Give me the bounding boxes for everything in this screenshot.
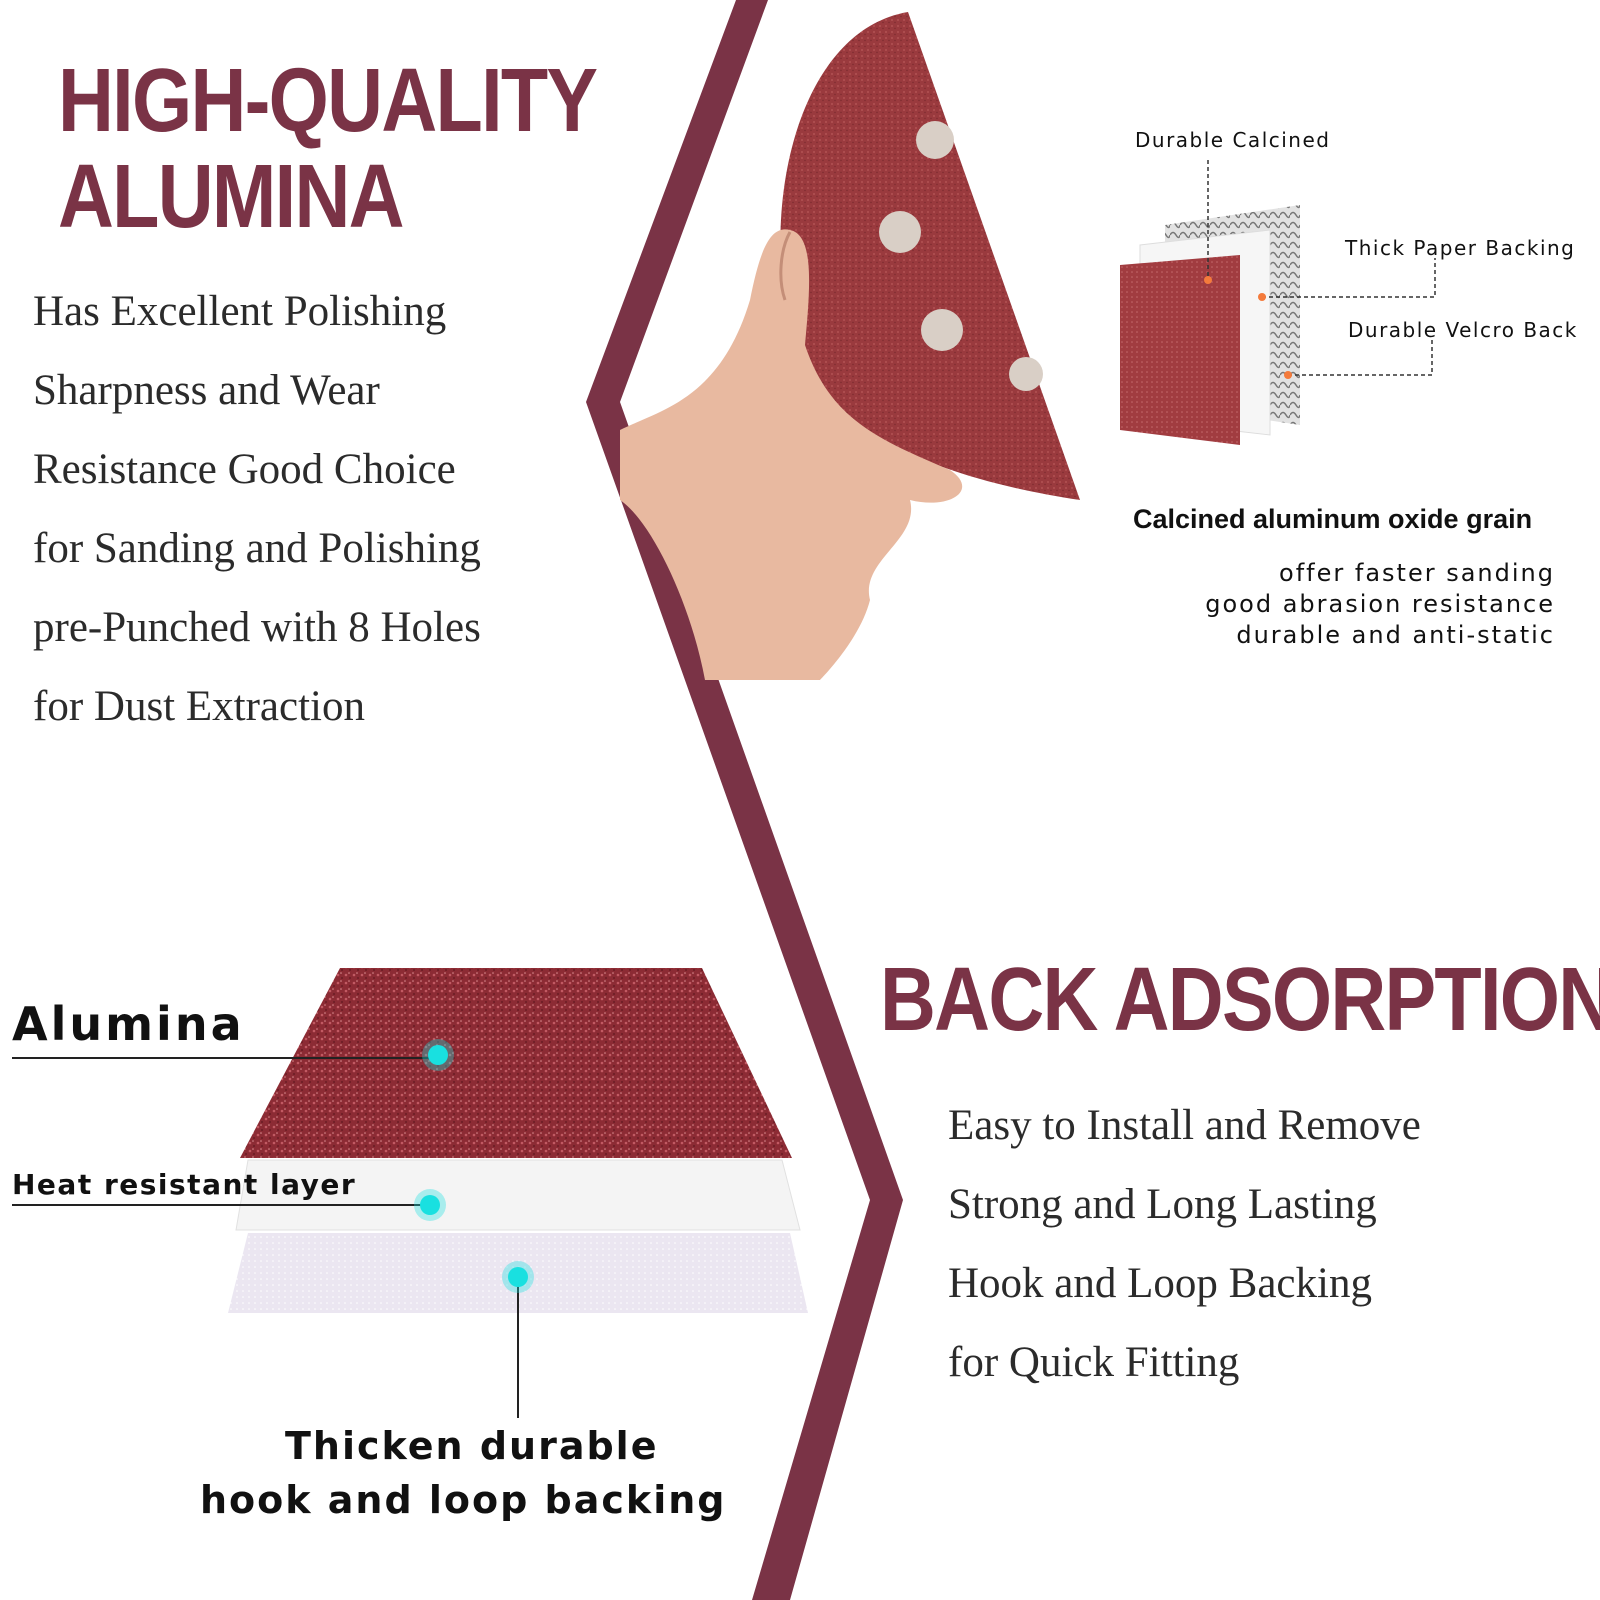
caption-line: good abrasion resistance xyxy=(1205,590,1555,618)
sandpaper-layers-image xyxy=(12,968,808,1418)
label-alumina: Alumina xyxy=(12,997,245,1051)
label-durable-calcined: Durable Calcined xyxy=(1135,128,1331,152)
feature-line: Hook and Loop Backing xyxy=(948,1260,1372,1307)
feature-line: for Dust Extraction xyxy=(33,683,365,730)
bottom-right-feature-list: Easy to Install and Remove Strong and Lo… xyxy=(948,1086,1421,1402)
label-thick-paper-backing: Thick Paper Backing xyxy=(1345,236,1576,260)
label-hook-and-loop-backing: hook and loop backing xyxy=(200,1478,727,1522)
heading-back-adsorption: BACK ADSORPTION xyxy=(880,950,1600,1050)
heading-alumina: ALUMINA xyxy=(58,147,405,247)
label-thicken-durable: Thicken durable xyxy=(285,1424,659,1468)
hand-holding-disc-image xyxy=(620,12,1080,680)
top-left-feature-list: Has Excellent Polishing Sharpness and We… xyxy=(33,272,481,746)
feature-line: Strong and Long Lasting xyxy=(948,1181,1377,1228)
feature-line: Resistance Good Choice xyxy=(33,446,456,493)
caption-line: durable and anti-static xyxy=(1236,621,1555,649)
label-heat-resistant-layer: Heat resistant layer xyxy=(12,1168,357,1201)
layer-cross-section-image xyxy=(1120,160,1436,445)
heading-high-quality: HIGH-QUALITY xyxy=(58,51,598,151)
feature-line: Has Excellent Polishing xyxy=(33,288,447,335)
feature-line: for Sanding and Polishing xyxy=(33,525,481,572)
caption-title: Calcined aluminum oxide grain xyxy=(1133,504,1533,534)
feature-line: Easy to Install and Remove xyxy=(948,1102,1421,1149)
caption-line: offer faster sanding xyxy=(1279,559,1555,587)
caption-lines: offer faster sanding good abrasion resis… xyxy=(1205,558,1555,651)
label-durable-velcro-back: Durable Velcro Back xyxy=(1348,318,1578,342)
feature-line: for Quick Fitting xyxy=(948,1339,1240,1386)
feature-line: Sharpness and Wear xyxy=(33,367,380,414)
feature-line: pre-Punched with 8 Holes xyxy=(33,604,481,651)
